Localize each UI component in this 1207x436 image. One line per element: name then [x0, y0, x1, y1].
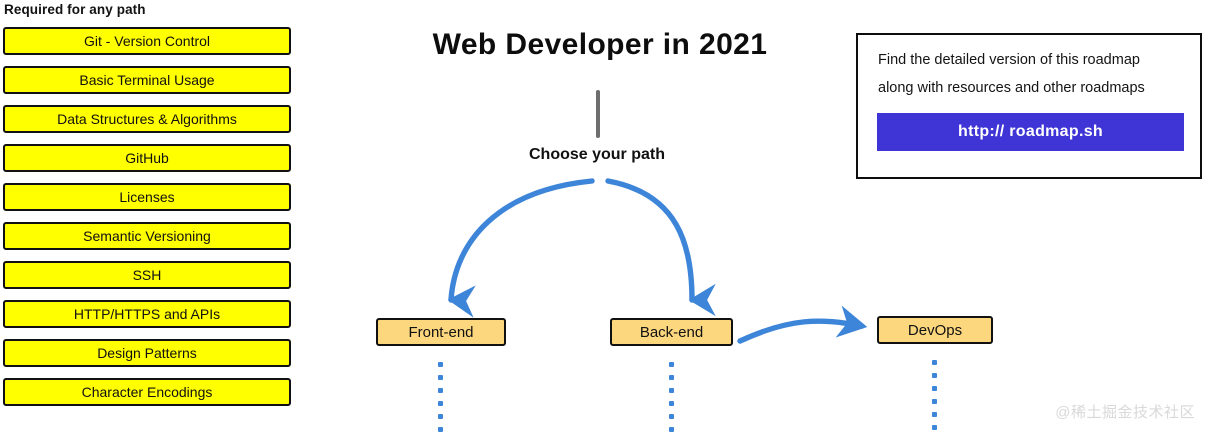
required-skill-label: Licenses [119, 189, 175, 205]
required-skill-label: HTTP/HTTPS and APIs [73, 306, 221, 322]
path-box-frontend-label: Front-end [408, 323, 474, 341]
required-section-heading: Required for any path [4, 2, 146, 17]
choose-your-path-label: Choose your path [528, 146, 665, 163]
trail-dot [438, 427, 443, 432]
required-skill-item[interactable]: GitHub [3, 144, 291, 172]
arrow-to-frontend [447, 178, 595, 318]
dotted-trail-frontend [438, 362, 443, 436]
required-skill-label: Git - Version Control [83, 33, 211, 49]
path-box-frontend[interactable]: Front-end [376, 318, 506, 346]
trail-dot [669, 401, 674, 406]
title-stem-line [596, 90, 600, 138]
trail-dot [669, 362, 674, 367]
dotted-trail-devops [932, 360, 937, 436]
arrow-to-backend [605, 178, 716, 317]
required-skill-label: Data Structures & Algorithms [57, 111, 237, 127]
trail-dot [932, 373, 937, 378]
trail-dot [669, 388, 674, 393]
roadmap-link-label: http:// roadmap.sh [958, 123, 1103, 140]
page-title: Web Developer in 2021 [432, 28, 768, 61]
roadmap-card-line-2: along with resources and other roadmaps [878, 80, 1145, 96]
trail-dot [438, 362, 443, 367]
required-skill-item[interactable]: HTTP/HTTPS and APIs [3, 300, 291, 328]
required-skill-item[interactable]: Basic Terminal Usage [3, 66, 291, 94]
trail-dot [932, 425, 937, 430]
required-skill-item[interactable]: Data Structures & Algorithms [3, 105, 291, 133]
path-box-backend[interactable]: Back-end [610, 318, 733, 346]
path-box-devops[interactable]: DevOps [877, 316, 993, 344]
required-skill-label: Semantic Versioning [83, 228, 211, 244]
trail-dot [932, 386, 937, 391]
arrow-backend-to-devops [737, 305, 868, 344]
required-skill-list: Git - Version Control Basic Terminal Usa… [3, 27, 291, 417]
watermark-text: @稀土掘金技术社区 [1055, 404, 1195, 421]
path-box-backend-label: Back-end [639, 323, 704, 341]
roadmap-link-button[interactable]: http:// roadmap.sh [877, 113, 1184, 151]
required-skill-item[interactable]: Design Patterns [3, 339, 291, 367]
required-skill-label: Design Patterns [97, 345, 197, 361]
trail-dot [438, 388, 443, 393]
trail-dot [669, 427, 674, 432]
required-skill-item[interactable]: Semantic Versioning [3, 222, 291, 250]
required-skill-item[interactable]: Git - Version Control [3, 27, 291, 55]
trail-dot [438, 414, 443, 419]
roadmap-card-line-1: Find the detailed version of this roadma… [878, 52, 1140, 68]
trail-dot [438, 401, 443, 406]
trail-dot [932, 412, 937, 417]
required-skill-item[interactable]: Character Encodings [3, 378, 291, 406]
trail-dot [438, 375, 443, 380]
roadmap-info-card: Find the detailed version of this roadma… [856, 33, 1202, 179]
trail-dot [932, 399, 937, 404]
required-skill-item[interactable]: Licenses [3, 183, 291, 211]
required-skill-label: Basic Terminal Usage [79, 72, 215, 88]
required-skill-item[interactable]: SSH [3, 261, 291, 289]
trail-dot [669, 414, 674, 419]
required-skill-label: SSH [132, 267, 162, 283]
trail-dot [932, 360, 937, 365]
required-skill-label: Character Encodings [81, 384, 213, 400]
dotted-trail-backend [669, 362, 674, 436]
path-box-devops-label: DevOps [907, 321, 963, 339]
trail-dot [669, 375, 674, 380]
required-skill-label: GitHub [125, 150, 169, 166]
